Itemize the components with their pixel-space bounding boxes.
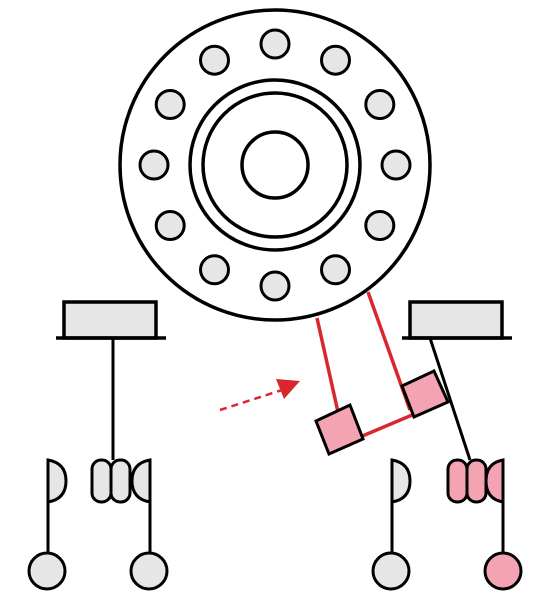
moving-part bbox=[314, 291, 450, 457]
bolt-hole bbox=[380, 149, 412, 181]
left-small-shell bbox=[46, 458, 68, 504]
bolt-hole bbox=[138, 149, 170, 181]
bolt-holes bbox=[138, 28, 412, 302]
right-roller-cap bbox=[484, 458, 505, 504]
right-small-shell bbox=[390, 458, 412, 504]
right-assembly bbox=[371, 300, 523, 591]
bolt-hole bbox=[320, 44, 351, 76]
bolt-hole bbox=[259, 270, 291, 302]
flange bbox=[118, 8, 432, 322]
motion-arrow bbox=[219, 379, 300, 412]
right-rod bbox=[428, 337, 472, 461]
bolt-hole bbox=[364, 89, 396, 120]
left-roller-cap bbox=[130, 458, 152, 504]
right-roller-2 bbox=[465, 458, 488, 504]
left-foot-left bbox=[27, 551, 67, 591]
bolt-hole bbox=[199, 44, 230, 76]
moving-part-block-left bbox=[314, 402, 365, 457]
right-foot-right bbox=[483, 551, 523, 591]
flange-outer-rim bbox=[118, 8, 432, 322]
bolt-hole bbox=[364, 210, 396, 241]
flange-ring-outer bbox=[188, 78, 362, 252]
flange-ring-inner bbox=[201, 91, 349, 239]
bolt-hole bbox=[320, 254, 351, 286]
moving-part-block-right bbox=[400, 368, 450, 420]
right-top-block bbox=[408, 300, 504, 340]
left-roller-1 bbox=[90, 458, 113, 504]
bolt-hole bbox=[199, 254, 230, 286]
bolt-hole bbox=[154, 210, 186, 241]
right-roller-1 bbox=[446, 458, 469, 504]
left-foot-right bbox=[129, 551, 169, 591]
left-top-block bbox=[62, 300, 158, 340]
motion-arrow-shaft bbox=[219, 388, 283, 412]
right-foot-left bbox=[371, 551, 411, 591]
bolt-hole bbox=[259, 28, 291, 60]
left-roller-2 bbox=[109, 458, 132, 504]
bolt-hole bbox=[154, 89, 186, 120]
flange-bore bbox=[240, 130, 310, 200]
left-assembly bbox=[27, 300, 169, 591]
motion-arrow-head bbox=[276, 379, 300, 399]
